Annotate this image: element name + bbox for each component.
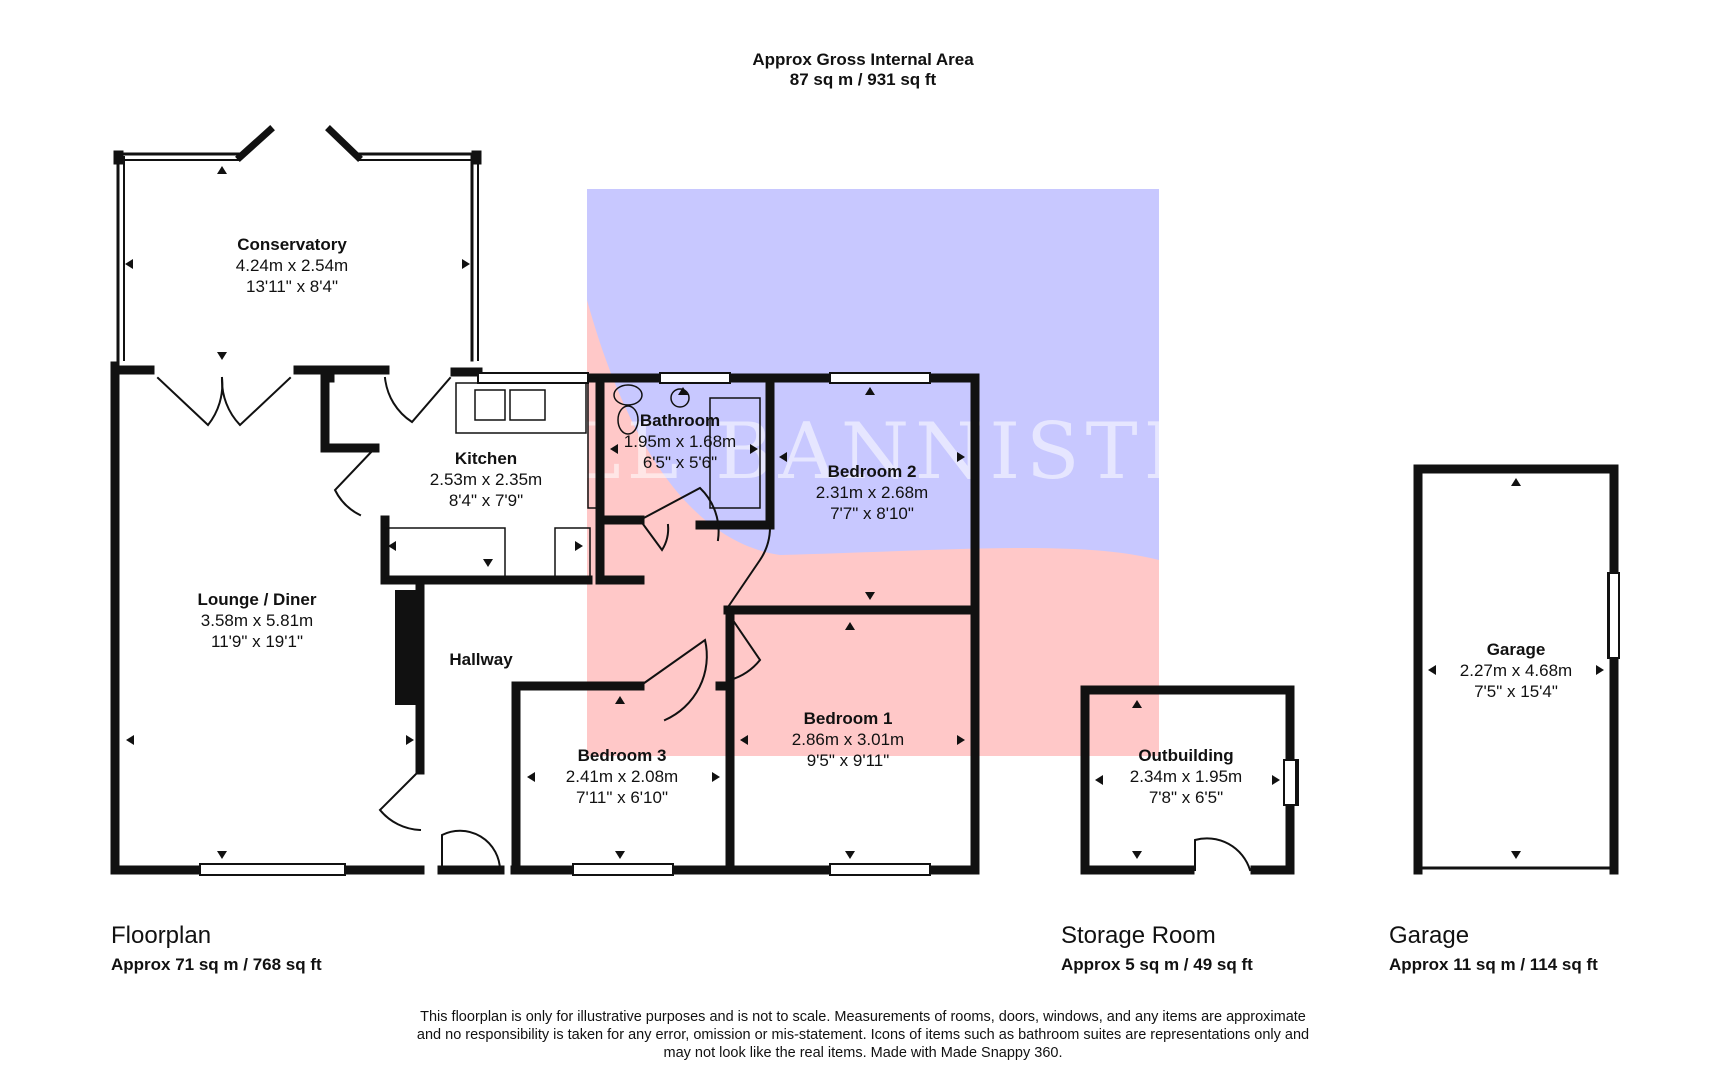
outbuilding-walls — [1080, 685, 1295, 875]
room-imperial: 7'7" x 8'10" — [830, 504, 914, 523]
room-label-kitchen: Kitchen 2.53m x 2.35m 8'4" x 7'9" — [430, 448, 542, 511]
room-label-outbuilding: Outbuilding 2.34m x 1.95m 7'8" x 6'5" — [1130, 745, 1242, 808]
room-imperial: 8'4" x 7'9" — [448, 491, 524, 510]
room-metric: 2.53m x 2.35m — [429, 470, 543, 489]
gross-area-title: Approx Gross Internal Area — [752, 50, 974, 69]
room-imperial: 13'11" x 8'4" — [246, 277, 338, 296]
room-name: Lounge / Diner — [197, 590, 317, 609]
section-area-floorplan: Approx 71 sq m / 768 sq ft — [111, 955, 322, 974]
gross-area-value: 87 sq m / 931 sq ft — [789, 70, 937, 89]
section-name-storage-room: Storage Room — [1061, 922, 1216, 949]
room-metric: 2.34m x 1.95m — [1129, 767, 1243, 786]
bathroom-fittings — [587, 377, 761, 509]
section-area-garage: Approx 11 sq m / 114 sq ft — [1389, 955, 1598, 974]
room-imperial: 6'5" x 5'6" — [642, 453, 718, 472]
disclaimer-line: This floorplan is only for illustrative … — [420, 1009, 1306, 1025]
room-label-hallway: Hallway — [449, 649, 512, 670]
room-name: Bedroom 2 — [827, 462, 917, 481]
garage-walls — [1413, 464, 1619, 875]
room-label-bedroom-1: Bedroom 1 2.86m x 3.01m 9'5" x 9'11" — [792, 708, 904, 771]
room-label-bathroom: Bathroom 1.95m x 1.68m 6'5" x 5'6" — [624, 410, 736, 473]
room-imperial: 11'9" x 19'1" — [211, 632, 303, 651]
room-metric: 2.31m x 2.68m — [815, 483, 929, 502]
room-label-bedroom-3: Bedroom 3 2.41m x 2.08m 7'11" x 6'10" — [566, 745, 678, 808]
door-swings — [156, 376, 1252, 872]
kitchen-units — [384, 382, 591, 579]
room-metric: 1.95m x 1.68m — [623, 432, 737, 451]
room-name: Kitchen — [454, 449, 518, 468]
room-label-conservatory: Conservatory 4.24m x 2.54m 13'11" x 8'4" — [236, 234, 348, 297]
room-metric: 4.24m x 2.54m — [235, 256, 349, 275]
room-metric: 2.41m x 2.08m — [565, 767, 679, 786]
room-name: Hallway — [449, 650, 513, 669]
dimension-markers — [125, 166, 1604, 859]
chimney-breast — [395, 590, 421, 705]
room-label-lounge-diner: Lounge / Diner 3.58m x 5.81m 11'9" x 19'… — [198, 589, 317, 652]
room-metric: 3.58m x 5.81m — [200, 611, 314, 630]
disclaimer-line: and no responsibility is taken for any e… — [416, 1027, 1310, 1043]
room-label-garage: Garage 2.27m x 4.68m 7'5" x 15'4" — [1460, 639, 1572, 702]
room-name: Conservatory — [237, 235, 347, 254]
section-area-storage-room: Approx 5 sq m / 49 sq ft — [1061, 955, 1253, 974]
room-label-bedroom-2: Bedroom 2 2.31m x 2.68m 7'7" x 8'10" — [816, 461, 928, 524]
room-metric: 2.27m x 4.68m — [1459, 661, 1573, 680]
room-name: Bedroom 1 — [803, 709, 893, 728]
room-imperial: 7'8" x 6'5" — [1148, 788, 1224, 807]
room-name: Bedroom 3 — [577, 746, 667, 765]
disclaimer-line: may not look like the real items. Made w… — [663, 1045, 1063, 1061]
room-imperial: 7'5" x 15'4" — [1474, 682, 1558, 701]
room-imperial: 7'11" x 6'10" — [576, 788, 668, 807]
conservatory-walls — [113, 125, 482, 362]
section-name-garage: Garage — [1389, 922, 1470, 949]
disclaimer: This floorplan is only for illustrative … — [0, 1008, 1726, 1062]
room-metric: 2.86m x 3.01m — [791, 730, 905, 749]
section-name-floorplan: Floorplan — [111, 922, 212, 949]
room-name: Bathroom — [639, 411, 721, 430]
room-name: Outbuilding — [1138, 746, 1234, 765]
room-name: Garage — [1486, 640, 1546, 659]
room-imperial: 9'5" x 9'11" — [806, 751, 890, 770]
